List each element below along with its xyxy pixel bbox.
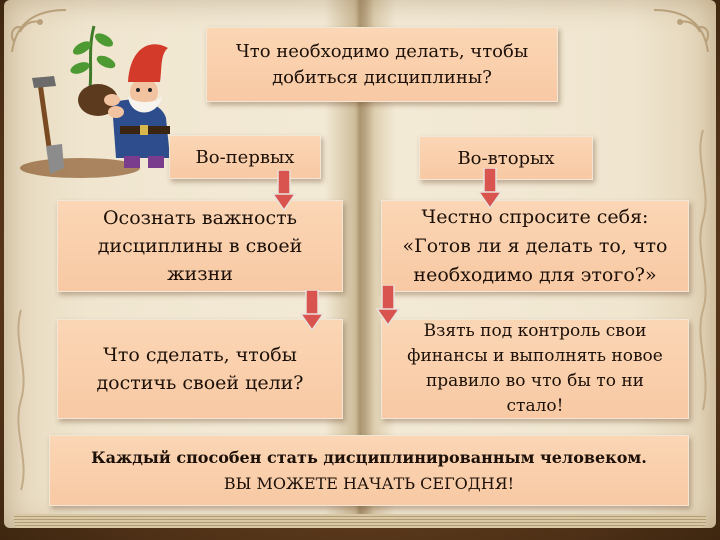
floral-ornament-top-left bbox=[10, 9, 67, 53]
down-arrow-icon-right-1 bbox=[478, 168, 502, 210]
right-step-1-box: Честно спросите себя: «Готов ли я делать… bbox=[381, 200, 689, 292]
conclusion-box: Каждый способен стать дисциплинированным… bbox=[49, 435, 689, 506]
left-step-1-line-2: дисциплины в своей bbox=[97, 235, 303, 257]
left-step-1-line-3: жизни bbox=[167, 263, 233, 285]
question-line-2: добиться дисциплины? bbox=[272, 66, 492, 88]
right-step-1-line-3: необходимо для этого?» bbox=[413, 263, 657, 286]
right-step-1-line-2: «Готов ли я делать то, что bbox=[402, 234, 668, 257]
book-spine bbox=[354, 0, 374, 528]
first-label: Во-первых bbox=[195, 146, 295, 168]
down-arrow-icon-left-2 bbox=[300, 290, 324, 332]
question-box: Что необходимо делать, чтобы добиться ди… bbox=[206, 27, 558, 102]
right-step-2-line-4: стало! bbox=[506, 396, 564, 416]
second-label-box: Во-вторых bbox=[419, 136, 593, 180]
floral-ornament-left-border bbox=[17, 309, 25, 491]
right-step-2-line-1: Взять под контроль свои bbox=[423, 321, 647, 341]
right-step-2-line-3: правило во что бы то ни bbox=[425, 371, 645, 391]
conclusion-line-1: Каждый способен стать дисциплинированным… bbox=[91, 447, 647, 467]
floral-ornament-top-right bbox=[653, 9, 710, 53]
gnome-gardener-illustration bbox=[20, 25, 170, 178]
right-step-2-line-2: финансы и выполнять новое bbox=[407, 346, 663, 366]
second-label: Во-вторых bbox=[457, 147, 555, 169]
left-step-2-box: Что сделать, чтобы достичь своей цели? bbox=[57, 319, 343, 419]
left-step-1-line-1: Осознать важность bbox=[102, 207, 297, 229]
right-step-1-line-1: Честно спросите себя: bbox=[421, 205, 649, 228]
right-step-2-box: Взять под контроль свои финансы и выполн… bbox=[381, 319, 689, 419]
left-step-1-box: Осознать важность дисциплины в своей жиз… bbox=[57, 200, 343, 292]
left-step-2-line-2: достичь своей цели? bbox=[96, 372, 304, 394]
down-arrow-icon-right-2 bbox=[376, 285, 400, 327]
left-step-2-line-1: Что сделать, чтобы bbox=[103, 344, 297, 366]
floral-ornament-right-border bbox=[699, 129, 707, 411]
question-line-1: Что необходимо делать, чтобы bbox=[235, 40, 529, 62]
first-label-box: Во-первых bbox=[169, 135, 321, 179]
conclusion-line-2: ВЫ МОЖЕТЕ НАЧАТЬ СЕГОДНЯ! bbox=[223, 473, 515, 493]
down-arrow-icon-left-1 bbox=[272, 170, 296, 212]
page-edges bbox=[14, 514, 706, 528]
